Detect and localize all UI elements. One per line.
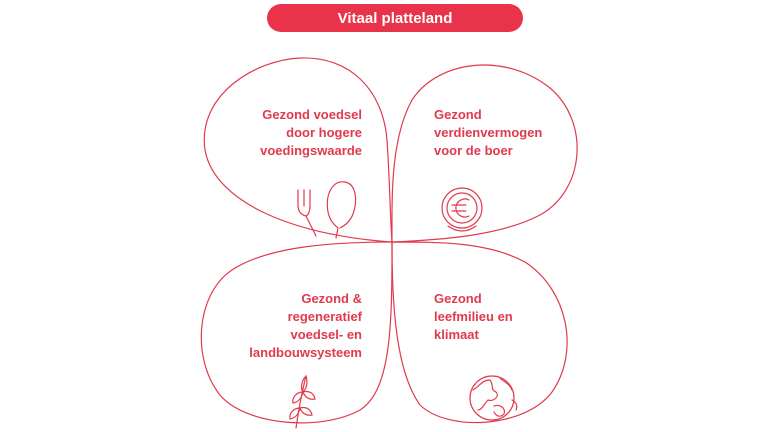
label-line: voor de boer	[434, 143, 513, 158]
label-line: regeneratief	[287, 309, 362, 324]
euro-coin-icon	[441, 187, 483, 232]
quadrant-bottom-left-label: Gezond & regeneratief voedsel- en landbo…	[249, 290, 362, 362]
petal-bottom-right	[391, 241, 568, 424]
label-line: voedingswaarde	[260, 143, 362, 158]
page-title: Vitaal platteland	[337, 9, 453, 27]
petal-top-right	[391, 64, 578, 243]
plant-sprout-icon	[289, 374, 316, 429]
quadrant-bottom-right-label: Gezond leefmilieu en klimaat	[434, 290, 513, 344]
label-line: voedsel- en	[290, 327, 362, 342]
label-line: landbouwsysteem	[249, 345, 362, 360]
label-line: verdienvermogen	[434, 125, 543, 140]
globe-icon	[469, 375, 518, 421]
petal-top-left	[203, 57, 393, 243]
title-banner: Vitaal platteland	[267, 4, 523, 32]
quadrant-top-right-label: Gezond verdienvermogen voor de boer	[434, 106, 542, 160]
label-line: Gezond &	[301, 291, 362, 306]
quadrant-top-left-label: Gezond voedsel door hogere voedingswaard…	[260, 106, 362, 160]
label-line: door hogere	[286, 125, 362, 140]
label-line: Gezond voedsel	[262, 107, 362, 122]
label-line: Gezond	[434, 291, 482, 306]
label-line: leefmilieu en	[434, 309, 513, 324]
fork-spoon-icon	[297, 181, 357, 239]
label-line: Gezond	[434, 107, 482, 122]
label-line: klimaat	[434, 327, 479, 342]
petal-bottom-left	[200, 241, 393, 424]
